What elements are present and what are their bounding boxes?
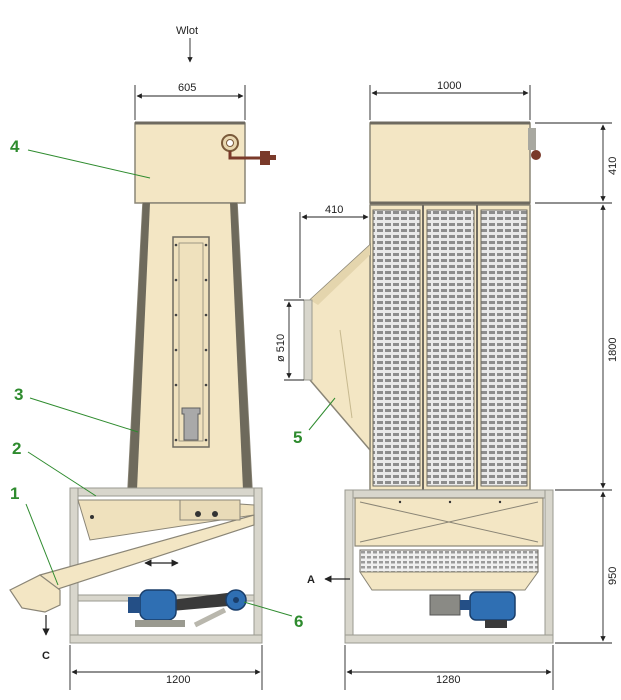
valve-right-icon — [531, 150, 541, 160]
dim-top-width-left: 605 — [178, 82, 196, 94]
callout-4: 4 — [10, 137, 20, 156]
callout-1: 1 — [10, 484, 19, 503]
callout-leaders — [25, 149, 336, 617]
dim-base-width-left: 1200 — [166, 674, 190, 686]
dim-top-width-right: 1000 — [437, 80, 461, 92]
callout-5: 5 — [293, 428, 302, 447]
callout-6: 6 — [294, 612, 303, 631]
view-a-label: A — [307, 574, 315, 586]
dim-side-depth: 410 — [607, 157, 619, 175]
right-view: A — [303, 121, 554, 644]
motor-assembly — [128, 589, 247, 628]
dim-base-width-right: 1280 — [436, 674, 460, 686]
sieve-mesh — [359, 549, 539, 573]
motor-right-icon — [469, 591, 516, 621]
left-view: C — [9, 121, 276, 662]
dim-duct-offset: 410 — [325, 204, 343, 216]
valve-icon — [260, 151, 270, 165]
dimension-lines — [69, 38, 612, 690]
outlet-c-label: C — [42, 650, 50, 662]
sight-glass-icon — [181, 407, 201, 441]
callout-3: 3 — [14, 385, 23, 404]
top-hopper-right — [369, 122, 531, 204]
motor-assembly-right — [429, 591, 516, 628]
dim-column-height: 1800 — [607, 338, 619, 362]
dim-duct-diameter: ø 510 — [275, 334, 287, 362]
motor-icon — [139, 589, 177, 621]
dim-base-height: 950 — [607, 567, 619, 585]
callout-2: 2 — [12, 439, 21, 458]
outlet-spout — [9, 574, 61, 613]
inlet-label: Wlot — [176, 25, 198, 37]
